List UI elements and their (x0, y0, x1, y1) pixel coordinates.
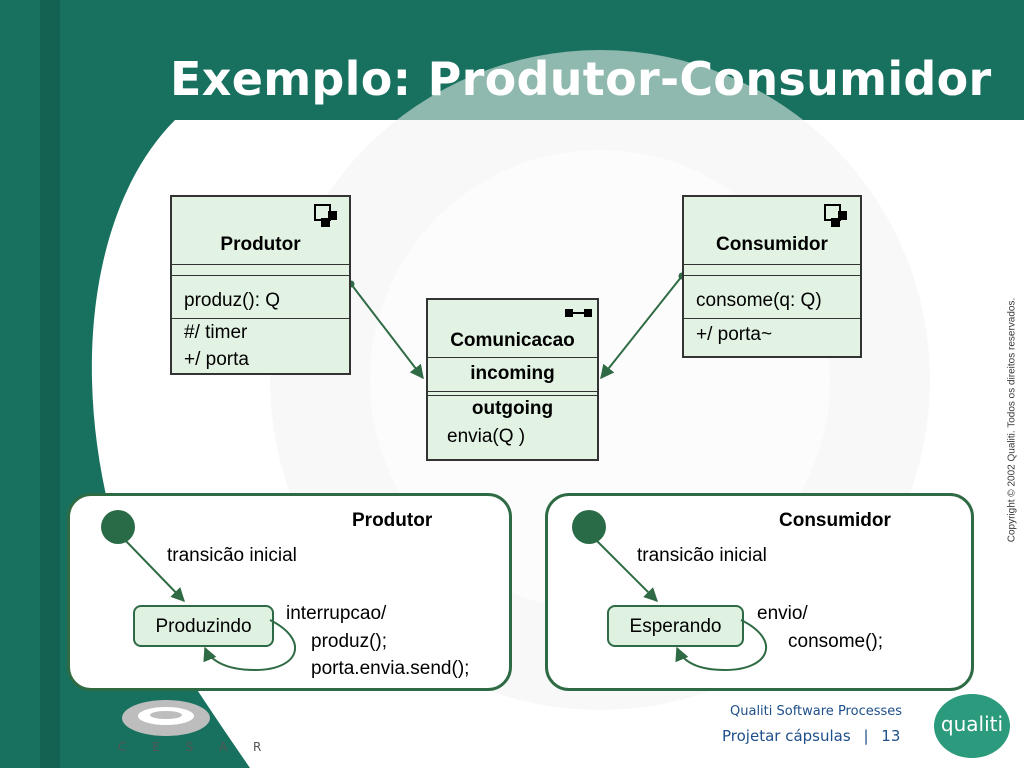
initial-transition-label: transicão inicial (167, 545, 297, 566)
transition-action: consome(); (788, 631, 884, 652)
transition-trigger: interrupcao/ (286, 603, 387, 624)
initial-transition-arrow (123, 538, 185, 603)
footer-section: Projetar cápsulas | 13 (722, 727, 900, 745)
state-esperando: Esperando (607, 605, 744, 647)
consumidor-to-comunicacao-arrow (600, 275, 683, 380)
transition-action: porta.envia.send(); (311, 658, 470, 679)
incoming-label: incoming (470, 363, 555, 384)
state-machine-title: Consumidor (779, 510, 891, 531)
slide-title: Exemplo: Produtor-Consumidor (170, 52, 992, 106)
self-transition-arrow (203, 619, 297, 672)
class-attribute: +/ porta~ (696, 324, 773, 345)
page-number: 13 (881, 727, 901, 745)
class-produtor: Produtor produz(): Q #/ timer +/ porta (170, 195, 351, 375)
class-name: Produtor (220, 234, 301, 255)
class-operation: consome(q: Q) (696, 290, 822, 311)
cesar-logo (122, 700, 210, 736)
state-machine-produtor (67, 493, 512, 691)
footer-separator: | (863, 727, 869, 745)
signal-label: envia(Q ) (447, 426, 526, 447)
produtor-to-comunicacao-arrow (350, 283, 424, 380)
class-name: Consumidor (716, 234, 828, 255)
qualiti-logo: qualiti (934, 694, 1010, 758)
initial-state (101, 510, 135, 544)
class-attribute: #/ timer (184, 322, 248, 343)
self-transition-arrow (675, 619, 768, 672)
capsule-icon (824, 204, 847, 227)
class-consumidor: Consumidor consome(q: Q) +/ porta~ (682, 195, 862, 358)
left-shade (40, 0, 60, 768)
state-produzindo: Produzindo (133, 605, 274, 647)
initial-transition-arrow (594, 538, 658, 602)
state-machine-consumidor (545, 493, 974, 691)
initial-state (572, 510, 606, 544)
outgoing-label: outgoing (471, 398, 554, 419)
cesar-logo-text: C E S A R (118, 740, 273, 754)
class-attribute: +/ porta (184, 349, 249, 370)
state-machine-title: Produtor (352, 510, 433, 531)
transition-action: produz(); (311, 631, 388, 652)
protocol-icon (565, 309, 592, 317)
class-operation: produz(): Q (184, 290, 281, 311)
transition-trigger: envio/ (757, 603, 808, 624)
footer-company: Qualiti Software Processes (730, 704, 903, 719)
footer-section-title: Projetar cápsulas (722, 727, 851, 745)
qualiti-logo-text: qualiti (940, 712, 1004, 736)
class-comunicacao: Comunicacao incoming outgoing envia(Q ) (426, 298, 599, 461)
class-name: Comunicacao (450, 330, 575, 351)
initial-transition-label: transicão inicial (637, 545, 767, 566)
capsule-icon (314, 204, 337, 227)
